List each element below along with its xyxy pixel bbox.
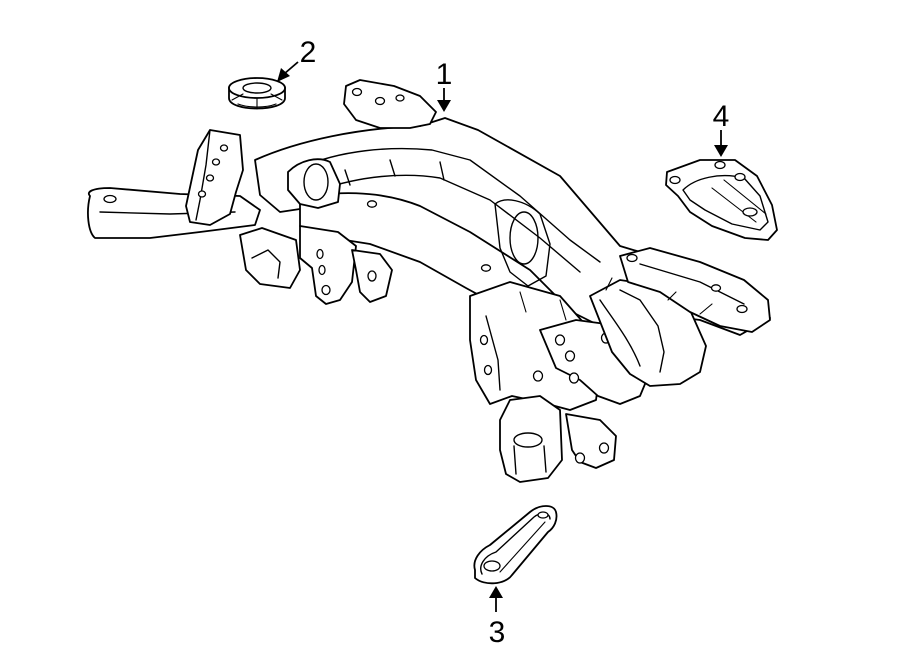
callout-2: 2 [277, 36, 316, 82]
part-1-subframe [87, 79, 771, 483]
part-3-pad [473, 505, 558, 585]
callout-1: 1 [436, 58, 453, 112]
callout-1-label: 1 [436, 58, 453, 91]
part-4-bracket [665, 159, 778, 241]
callout-3-label: 3 [489, 616, 506, 649]
callout-4: 4 [713, 100, 730, 157]
callout-2-label: 2 [300, 36, 317, 69]
callout-3: 3 [489, 586, 506, 649]
part-2-bushing [228, 77, 286, 110]
callout-4-label: 4 [713, 100, 730, 133]
